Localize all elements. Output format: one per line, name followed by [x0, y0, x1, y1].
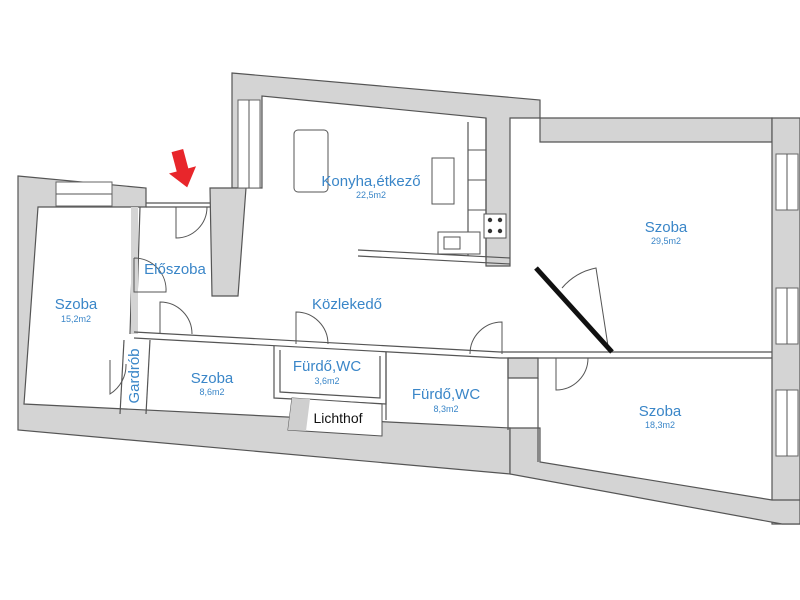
door-furdo	[469, 321, 503, 355]
entrance-arrow-icon	[168, 149, 197, 188]
door-kozlekedo	[295, 311, 329, 345]
furdo-kicsi-area: 3,6m2	[314, 376, 339, 386]
dining-table	[431, 157, 455, 205]
entrance-door	[175, 206, 208, 239]
konyha-area: 22,5m2	[356, 190, 386, 200]
kozlekedo-name: Közlekedő	[312, 296, 382, 313]
gardrob-name: Gardrób	[126, 348, 143, 403]
kitchen-furniture	[293, 129, 507, 255]
door-szoba-jobb	[555, 357, 589, 391]
szoba-bal-name: Szoba	[55, 296, 98, 313]
szoba-jobb-name: Szoba	[639, 403, 682, 420]
szoba-nagy-area: 29,5m2	[651, 236, 681, 246]
lichthof-name: Lichthof	[313, 410, 362, 426]
szoba-jobb-area: 18,3m2	[645, 420, 675, 430]
furdo-area: 8,3m2	[433, 404, 458, 414]
big-room-door-leaf	[534, 266, 614, 354]
doors	[109, 206, 614, 395]
szoba-nagy-name: Szoba	[645, 219, 688, 236]
szoba-bal-area: 15,2m2	[61, 314, 91, 324]
furdo-kicsi-name: Fürdő,WC	[293, 358, 362, 375]
szoba-kozep-area: 8,6m2	[199, 387, 224, 397]
kitchen-island	[293, 129, 329, 193]
furdo-name: Fürdő,WC	[412, 386, 481, 403]
lichthof	[287, 397, 383, 437]
door-corridor-left	[159, 301, 193, 335]
door-big-room	[561, 267, 609, 347]
door-gardrob	[109, 360, 127, 395]
stove-icon	[483, 213, 507, 239]
konyha-name: Konyha,étkező	[321, 173, 420, 190]
windows	[55, 99, 799, 457]
door-eloszoba	[133, 257, 167, 293]
eloszoba-name: Előszoba	[144, 261, 206, 278]
szoba-kozep-name: Szoba	[191, 370, 234, 387]
